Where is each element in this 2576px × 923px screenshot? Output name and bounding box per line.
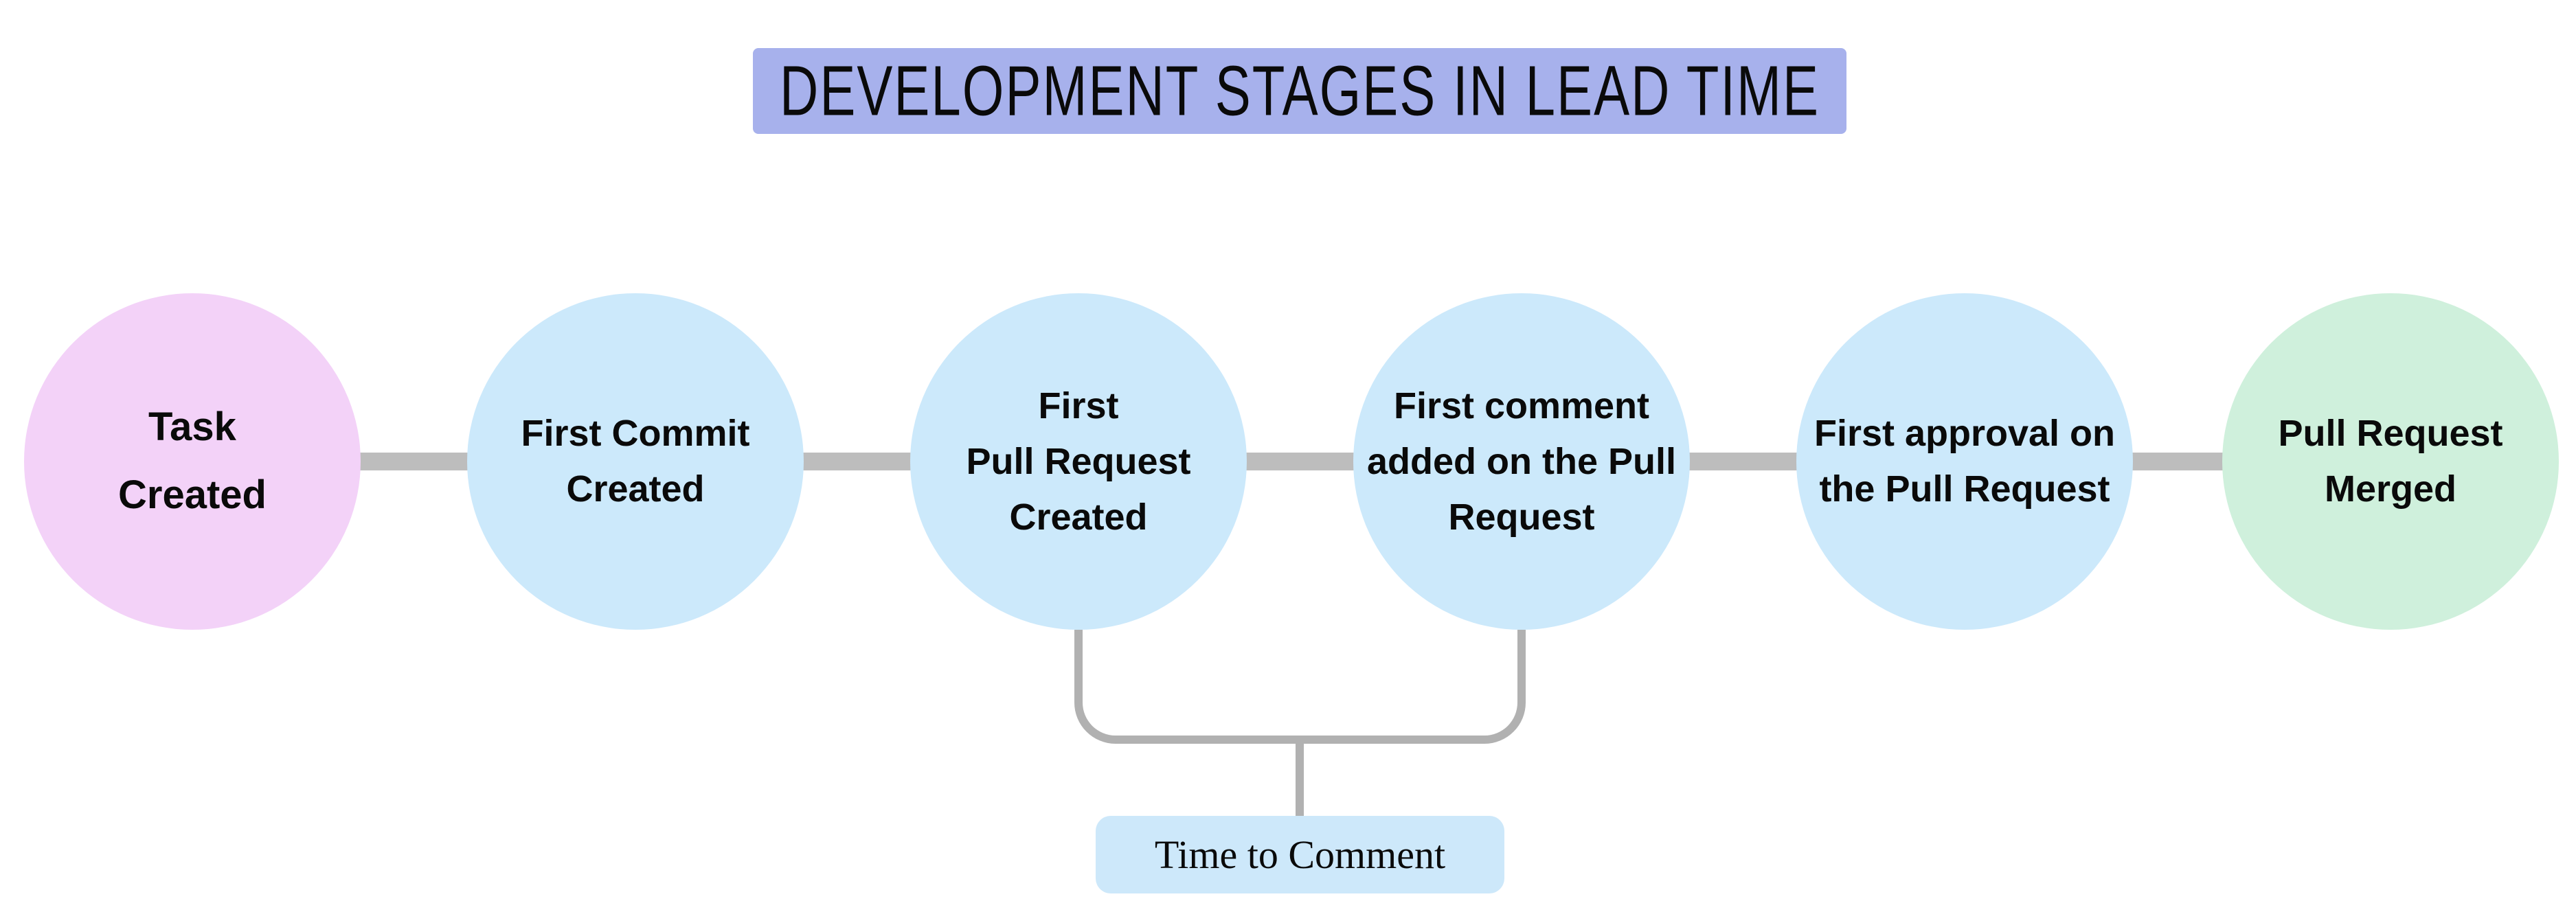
stage-node-first-commit-created: First Commit Created [467,293,804,630]
diagram-title: DEVELOPMENT STAGES IN LEAD TIME [779,50,1820,130]
stage-label: First Commit Created [521,413,750,510]
time-to-comment-badge: Time to Comment [1096,816,1504,893]
stage-label: First approval on the Pull Request [1814,413,2116,510]
stage-label: First comment added on the Pull Request [1366,385,1676,538]
stage-node-first-pull-request-created: First Pull Request Created [910,293,1247,630]
stage-node-first-comment-added: First comment added on the Pull Request [1353,293,1690,630]
bracket-connector [1074,630,1526,744]
title-banner: DEVELOPMENT STAGES IN LEAD TIME [753,48,1846,134]
stage-label: Task Created [118,404,267,517]
stage-node-task-created: Task Created [24,293,361,630]
stage-label: Pull Request Merged [2278,413,2503,510]
bracket-stem [1296,740,1304,816]
stage-node-pull-request-merged: Pull Request Merged [2222,293,2559,630]
stage-label: First Pull Request Created [966,385,1191,538]
stage-node-first-approval: First approval on the Pull Request [1796,293,2133,630]
time-to-comment-label: Time to Comment [1154,832,1446,877]
